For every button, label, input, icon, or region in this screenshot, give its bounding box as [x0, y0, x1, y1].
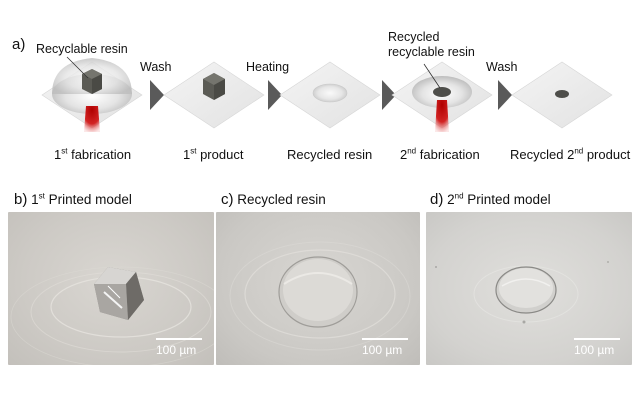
photo-2nd-printed-model: 100 µm: [426, 212, 632, 365]
melted-resin: [312, 83, 348, 103]
laser-beam: [84, 106, 100, 132]
step-label-1st-fabrication: 1st fabrication: [54, 146, 132, 162]
resin-pool-photo: [278, 256, 358, 328]
resin-callout: Recyclable resin: [36, 42, 128, 56]
printed-disk-photo: [495, 266, 557, 314]
step4-schematic: [391, 61, 493, 132]
step-label-2nd-fabrication: 2nd fabrication: [400, 146, 480, 162]
step2-schematic: [163, 61, 265, 129]
recycled-callout-line1: Recycled: [388, 30, 440, 44]
arrow-label-wash-2: Wash: [486, 60, 518, 74]
step5-schematic: [511, 61, 613, 129]
scale-bar: [156, 338, 202, 340]
arrow-label-heating: Heating: [246, 60, 290, 74]
arrow-1: [150, 80, 164, 110]
scale-bar: [362, 338, 408, 340]
step-label-recycled-resin: Recycled resin: [287, 147, 373, 162]
printed-disk: [433, 87, 451, 97]
panel-d-title: d) 2nd Printed model: [430, 191, 551, 208]
step-label-recycled-2nd-product: Recycled 2nd product: [510, 146, 631, 162]
second-product-disk: [555, 90, 569, 98]
photo-recycled-resin: 100 µm: [216, 212, 420, 365]
photo-1st-printed-model: 100 µm: [8, 212, 214, 365]
scale-label: 100 µm: [362, 343, 403, 357]
arrow-label-wash: Wash: [140, 60, 172, 74]
arrow-4: [498, 80, 512, 110]
laser-beam: [435, 100, 449, 132]
scale-bar: [574, 338, 620, 340]
step-label-1st-product: 1st product: [183, 146, 244, 162]
scale-label: 100 µm: [156, 343, 197, 357]
step3-schematic: [279, 61, 381, 129]
panel-a-letter: a): [12, 36, 26, 53]
recycled-callout-line2: recyclable resin: [388, 45, 475, 59]
panel-c-title: c) Recycled resin: [221, 191, 326, 208]
arrow-2: [268, 80, 282, 110]
panel-b-title: b) 1st Printed model: [14, 191, 132, 208]
printed-cube-photo: [94, 267, 144, 320]
process-schematic: [41, 56, 613, 132]
scale-label: 100 µm: [574, 343, 615, 357]
step1-schematic: [41, 56, 143, 132]
arrow-3: [382, 80, 396, 110]
